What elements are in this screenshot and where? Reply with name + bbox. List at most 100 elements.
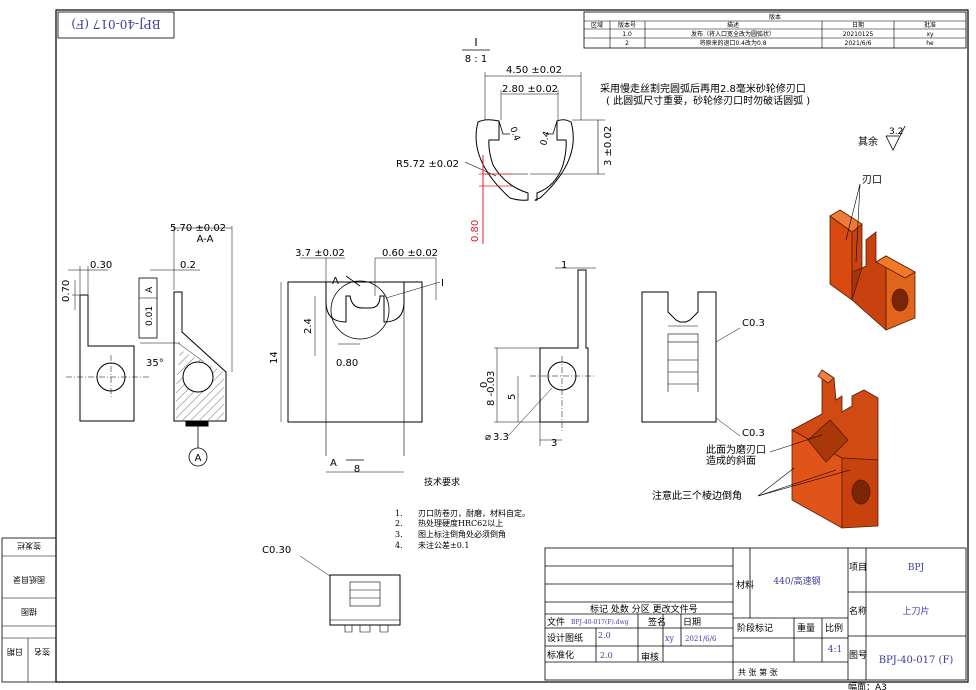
front-label-A-bottom: A — [330, 458, 337, 469]
tb-design-sign: xy — [665, 634, 675, 643]
rev-header-desc: 描述 — [727, 21, 739, 29]
left-dim-030: 0.30 — [90, 260, 112, 271]
tb-project-label: 项目 — [849, 562, 867, 573]
front-dim-080: 0.80 — [336, 358, 358, 369]
tech-req-text-2: 热处理硬度HRC62以上 — [418, 518, 503, 528]
rev-row2-date: 2021/6/6 — [845, 40, 872, 47]
rev-header-zone: 区域 — [591, 21, 603, 29]
note-cutting-line1: 采用慢走丝割完圆弧后再用2.8毫米砂轮修刃口 — [600, 82, 806, 95]
section-dim-02: 0.2 — [180, 260, 196, 271]
side-dim-8: 8 -0.03 — [486, 371, 497, 406]
tb-drawing-value: BPJ-40-017 (F) — [879, 655, 954, 666]
callout-edge: 刃口 — [862, 175, 882, 186]
tech-req-title: 技术要求 — [424, 476, 460, 488]
title-stamp: BPJ-40-017 (F) — [57, 11, 175, 39]
front-label-A-top: A — [332, 276, 339, 287]
tb-scale-label: 比例 — [825, 622, 843, 634]
rev-row1-desc: 发布（将入口宽全改为圆弧状） — [691, 30, 775, 38]
front-dim-14: 14 — [269, 351, 280, 364]
front-dim-24: 2.4 — [303, 318, 314, 334]
callout-leaders — [757, 434, 851, 497]
rev-header-version: 版本号 — [618, 21, 636, 29]
side-table-r2: 图纸目录 — [13, 575, 45, 585]
front-view — [280, 257, 441, 473]
front-label-I: I — [441, 278, 444, 289]
diameter-symbol: ⌀ — [485, 432, 491, 443]
tb-file-label: 文件 — [547, 616, 565, 628]
tb-name-value: 上刀片 — [902, 605, 929, 617]
right-chamfer-2: C0.3 — [742, 428, 765, 439]
section-angle: 35° — [146, 358, 164, 369]
tb-scale-value: 4:1 — [828, 645, 842, 655]
left-view — [66, 266, 150, 422]
section-label: A-A — [197, 234, 214, 245]
bottom-view — [299, 555, 401, 633]
side-view — [494, 267, 596, 446]
callout-bevel-line2: 造成的斜面 — [706, 454, 756, 467]
callout-chamfer: 注意此三个棱边倒角 — [652, 489, 742, 502]
side-table: 签发栏 图纸目录 描图 日期 签名 — [1, 537, 57, 683]
tb-material-label: 材料 — [736, 579, 754, 591]
iso-view-bottom — [791, 369, 879, 529]
section-view — [138, 226, 233, 467]
iso-view-top — [829, 209, 916, 331]
tech-req-num-1: 1. — [395, 509, 403, 518]
tb-name-label: 名称 — [849, 605, 867, 617]
title-stamp-text: BPJ-40-017 (F) — [71, 17, 161, 31]
section-dim-top: 5.70 ±0.02 — [170, 223, 226, 234]
rev-row2-approver: he — [926, 40, 934, 47]
front-dim-37: 3.7 ±0.02 — [295, 248, 345, 259]
revision-table: 版本 区域 版本号 描述 日期 批准 1.0 发布（将入口宽全改为圆弧状） 20… — [583, 11, 967, 49]
roughness-symbol: 其余 3.2 — [858, 125, 906, 151]
roughness-prefix: 其余 — [858, 135, 878, 148]
rev-header-date: 日期 — [852, 21, 864, 29]
detail-dim-gap: 2.80 ±0.02 — [502, 84, 558, 95]
tech-req-num-3: 3. — [395, 530, 403, 539]
detail-dim-080: 0.80 — [470, 220, 481, 242]
callout-edge-leaders — [845, 183, 861, 263]
tech-req-text-4: 未注公差±0.1 — [418, 540, 469, 550]
tb-design-label: 设计图纸 — [547, 632, 583, 644]
detail-dim-04-right: 0.4 — [539, 130, 552, 147]
tb-sign-label: 签名 — [648, 616, 666, 628]
side-dim-5: 5 — [507, 394, 518, 400]
rev-header-approver: 批准 — [924, 21, 936, 29]
tb-standard-value: 2.0 — [600, 651, 613, 660]
detail-dim-width: 4.50 ±0.02 — [506, 65, 562, 76]
tech-req-num-4: 4. — [395, 541, 403, 550]
side-table-r1: 签发栏 — [17, 541, 41, 551]
scale-label-top: I — [474, 36, 477, 49]
detail-dim-radius: R5.72 ±0.02 — [396, 159, 459, 170]
rev-row2-desc: 将原来的退口0.4改为0.8 — [699, 39, 766, 47]
front-dim-8: 8 — [354, 464, 360, 475]
tb-drawing-label: 图号 — [849, 650, 867, 661]
title-block — [544, 547, 967, 681]
side-dim-3: 3 — [551, 438, 557, 449]
tb-date-label: 日期 — [683, 617, 701, 628]
callout-bevel-line1: 此面为磨刃口 — [706, 443, 766, 456]
front-dim-060: 0.60 ±0.02 — [382, 248, 438, 259]
tech-req-text-3: 图上标注倒角处必须倒角 — [418, 529, 506, 539]
section-circle-label: A — [195, 453, 202, 464]
left-dim-070: 0.70 — [61, 280, 72, 302]
detail-dim-height: 3 ±0.02 — [603, 126, 614, 166]
side-dim-0: 0 — [479, 382, 490, 388]
bottom-chamfer: C0.30 — [262, 545, 291, 556]
tb-header-row: 标记 处数 分区 更改文件号 — [590, 603, 698, 615]
rev-row1-version: 1.0 — [622, 31, 632, 38]
detail-scale-label: I 8 : 1 — [462, 36, 490, 65]
side-table-r5: 签名 — [34, 647, 50, 657]
section-frame-A: A — [145, 286, 155, 293]
side-table-r4: 日期 — [7, 647, 23, 656]
scale-label-bottom: 8 : 1 — [465, 54, 487, 65]
tb-format-label: 幅面：A3 — [848, 681, 887, 690]
side-dim-33: 3.3 — [493, 432, 509, 443]
revision-title: 版本 — [769, 13, 781, 21]
right-chamfer-1: C0.3 — [742, 318, 765, 329]
detail-view — [464, 72, 605, 244]
section-dim-001: 0.01 — [145, 306, 155, 326]
side-dim-1: 1 — [561, 260, 567, 271]
tech-req-num-2: 2. — [395, 519, 403, 528]
side-table-r3: 描图 — [21, 607, 37, 617]
tb-standard-label: 标准化 — [547, 649, 574, 661]
